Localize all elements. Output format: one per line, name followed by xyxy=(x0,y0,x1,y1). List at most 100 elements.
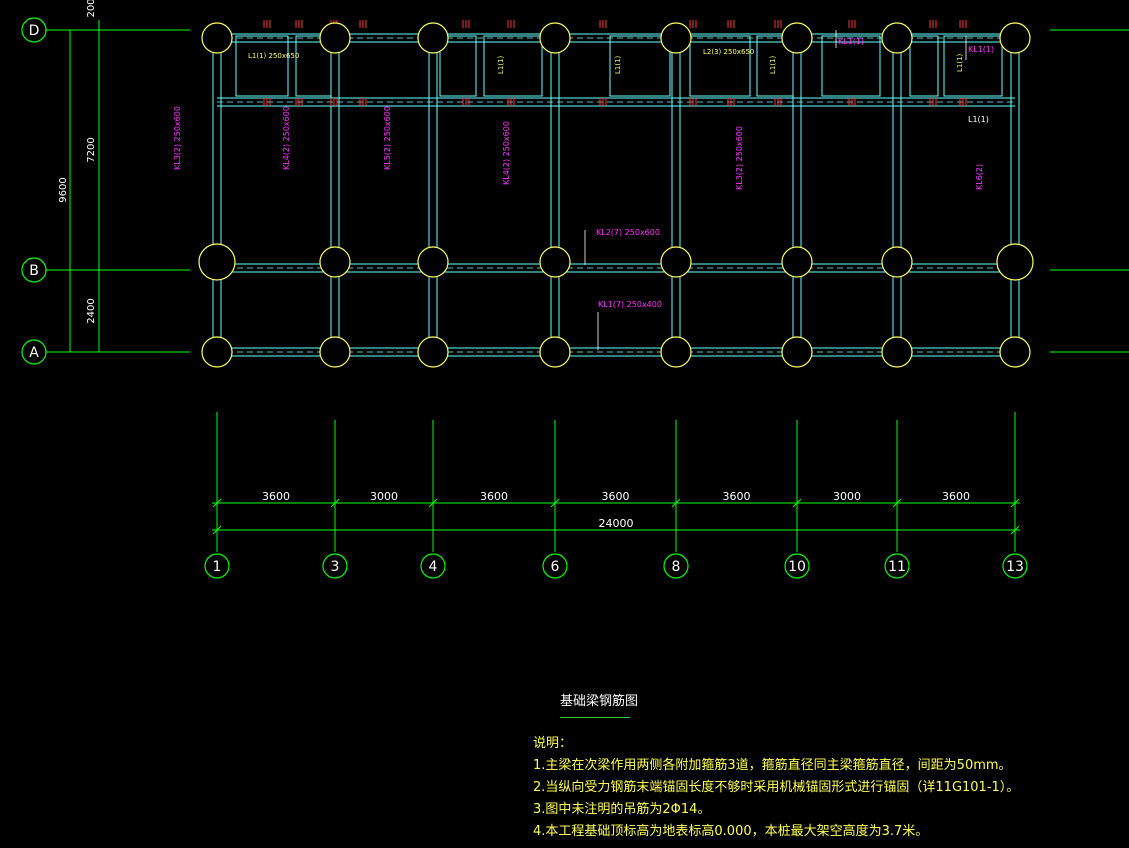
beam-label-magenta: KL6(2) xyxy=(975,164,984,190)
col-bubble-11 xyxy=(884,553,910,579)
row-bubble-D xyxy=(21,17,47,43)
column xyxy=(201,336,233,368)
secondary-beam-box xyxy=(609,35,671,97)
column xyxy=(881,22,913,54)
span-dim-label: 3600 xyxy=(942,490,970,503)
span-dim-label: 3000 xyxy=(833,490,861,503)
col-bubble-label: 10 xyxy=(788,559,806,575)
dim-tick xyxy=(671,498,681,508)
column xyxy=(319,336,351,368)
column xyxy=(781,336,813,368)
notes-block: 说明： 1.主梁在次梁作用两侧各附加箍筋3道，箍筋直径同主梁箍筋直径，间距为50… xyxy=(533,733,1123,843)
vertical-dim-label: 2400 xyxy=(86,298,97,323)
secondary-beam-box xyxy=(295,35,332,97)
beam-label-yellow: L1(1) xyxy=(956,53,964,72)
note-2: 2.当纵向受力钢筋末端锚固长度不够时采用机械锚固形式进行锚固（详11G101-1… xyxy=(533,780,1020,795)
column xyxy=(539,246,571,278)
beam-label-magenta: KL1(1) xyxy=(968,45,994,54)
notes-heading: 说明： xyxy=(533,736,573,751)
beam-label-magenta: KL1(1) xyxy=(838,37,864,46)
column xyxy=(539,336,571,368)
dim-tick xyxy=(550,498,560,508)
col-bubble-3 xyxy=(322,553,348,579)
column xyxy=(781,246,813,278)
secondary-beam-box xyxy=(756,35,794,97)
beam-label-yellow: L1(1) xyxy=(769,55,777,74)
beam-label-yellow: L1(1) xyxy=(614,55,622,74)
col-bubble-8 xyxy=(663,553,689,579)
note-4: 4.本工程基础顶标高为地表标高0.000，本桩最大架空高度为3.7米。 xyxy=(533,824,929,839)
row-bubble-B xyxy=(21,257,47,283)
columns xyxy=(198,22,1034,368)
column xyxy=(999,22,1031,54)
column xyxy=(660,22,692,54)
col-bubble-label: 11 xyxy=(888,559,906,575)
column xyxy=(539,22,571,54)
col-bubble-label: 4 xyxy=(429,559,438,575)
secondary-beam-box xyxy=(909,35,939,97)
row-axis-bubbles: DBA xyxy=(21,17,47,365)
secondary-beam-box xyxy=(821,35,881,97)
beam-label-magenta: KL5(2) 250x600 xyxy=(383,106,392,170)
span-dim-label: 3600 xyxy=(480,490,508,503)
dim-tick xyxy=(792,498,802,508)
note-3: 3.图中未注明的吊筋为2Φ14。 xyxy=(533,802,711,817)
vertical-dim-label: 7200 xyxy=(86,137,97,162)
col-bubble-13 xyxy=(1002,553,1028,579)
dim-tick xyxy=(892,498,902,508)
column xyxy=(881,336,913,368)
vertical-dim-label: 200 xyxy=(86,0,97,18)
col-bubble-label: 6 xyxy=(551,559,560,575)
dim-tick xyxy=(212,498,222,508)
axis-lines xyxy=(45,29,1129,552)
vertical-dim-label: 9600 xyxy=(58,177,69,202)
secondary-beam-box xyxy=(689,35,751,97)
column xyxy=(660,336,692,368)
column xyxy=(319,246,351,278)
col-bubble-6 xyxy=(542,553,568,579)
col-bubble-10 xyxy=(784,553,810,579)
column xyxy=(417,22,449,54)
column xyxy=(417,246,449,278)
beam-label-white: L1(1) xyxy=(968,115,989,124)
dim-tick xyxy=(1010,498,1020,508)
note-1: 1.主梁在次梁作用两侧各附加箍筋3道，箍筋直径同主梁箍筋直径，间距为50mm。 xyxy=(533,758,1012,773)
beam-label-magenta: KL3(2) 250x600 xyxy=(173,106,182,170)
beam-label-magenta: KL4(2) 250x600 xyxy=(282,106,291,170)
column xyxy=(198,243,236,281)
drawing-title: 基础梁钢筋图 xyxy=(560,694,639,709)
beam-label-yellow: L1(1) xyxy=(497,55,505,74)
span-dim-label: 3000 xyxy=(370,490,398,503)
column xyxy=(881,246,913,278)
title-underline xyxy=(560,717,630,718)
span-dim-label: 3600 xyxy=(723,490,751,503)
col-bubble-label: 1 xyxy=(213,559,222,575)
secondary-beam-box xyxy=(439,35,477,97)
column xyxy=(781,22,813,54)
secondary-beam-box xyxy=(483,35,543,97)
beam-label-magenta: KL3(2) 250x600 xyxy=(735,126,744,190)
dim-tick xyxy=(428,498,438,508)
total-dim-label: 24000 xyxy=(599,517,634,530)
column xyxy=(201,22,233,54)
secondary-beam-box xyxy=(943,35,1003,97)
row-bubble-label: A xyxy=(29,345,39,361)
span-dim-label: 3600 xyxy=(262,490,290,503)
column xyxy=(996,243,1034,281)
beam-label-magenta: KL4(2) 250x600 xyxy=(502,121,511,185)
beam-label-yellow: L1(1) 250x650 xyxy=(248,52,299,60)
dim-tick xyxy=(330,498,340,508)
beam-label-magenta: KL1(7) 250x400 xyxy=(598,300,662,309)
row-bubble-A xyxy=(21,339,47,365)
col-bubble-label: 3 xyxy=(331,559,340,575)
beam-label-yellow: L2(3) 250x650 xyxy=(703,48,754,56)
row-bubble-label: B xyxy=(29,263,39,279)
dim-tick xyxy=(212,525,222,535)
column xyxy=(999,336,1031,368)
column xyxy=(660,246,692,278)
dim-tick xyxy=(1010,525,1020,535)
